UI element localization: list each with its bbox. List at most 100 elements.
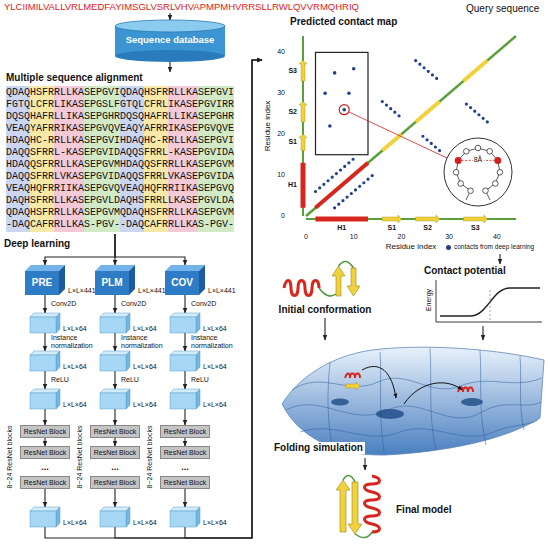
query-sequence: YLCIIMILVALLVRLMEDFAYIMSGLVSRLVHVAPMPMHV… (4, 2, 359, 13)
contact-map-plot (323, 67, 355, 128)
alignment-row: VEAQYAFRRIKASEPGVQVEAQYAFRRIKASEPGVQVE (6, 123, 234, 135)
layer-outline (170, 313, 200, 333)
panel-title: Initial conformation (279, 304, 372, 316)
layer-outline (100, 389, 130, 409)
alignment-row: DQSQHAFRLLIKASEPGHRDQSQHAFRLLIKASEPGHR (6, 111, 234, 123)
axis-tick: 40 (277, 48, 285, 56)
cube-outline (199, 265, 205, 295)
contact-map-plot (463, 215, 487, 223)
block-label: ResNet Block (164, 478, 206, 486)
dimension-label: L×L×64 (133, 363, 157, 371)
zoom-inset (456, 148, 500, 200)
contact-map-plot (301, 163, 306, 208)
cube-outline (129, 265, 135, 295)
flow-arrow (114, 438, 115, 446)
block-count-label: 8~24 ResNet blocks (6, 426, 14, 489)
block-count-label: 8~24 ResNet blocks (76, 426, 84, 489)
axis-tick: 20 (277, 130, 285, 138)
operation-label: Instance normalization (120, 334, 172, 349)
energy-landscape (300, 420, 538, 436)
operation-label: ReLU (190, 376, 210, 384)
flow-arrow (184, 371, 185, 389)
contact-map-plot (347, 92, 351, 96)
layer-cube: L×L×64 (30, 389, 60, 409)
layer-cube: L×L×64 (170, 389, 200, 409)
structure-label: S3 (471, 224, 480, 232)
final-structure (365, 476, 380, 532)
layer-outline (170, 389, 200, 393)
energy-landscape (376, 409, 404, 419)
layer-outline (170, 393, 196, 409)
figure-panel: Predicted contact map (262, 14, 546, 254)
figure-panel: Contact potential (420, 264, 546, 326)
layer-outline (100, 351, 130, 355)
flow-arrow (114, 409, 115, 425)
layer-outline (30, 351, 60, 371)
layer-outline (126, 313, 130, 333)
energy-landscape (480, 350, 486, 445)
caption-label: Query sequence (466, 3, 539, 15)
energy-landscape (362, 366, 396, 398)
layer-cube: L×L×64 (100, 507, 130, 527)
contact-map-plot (382, 215, 401, 223)
cube-outline (95, 271, 129, 295)
dimension-label: L×L×64 (133, 325, 157, 333)
distance-label: 8Å (473, 156, 484, 164)
dimension-label: L×L×64 (203, 401, 227, 409)
operation-label: Conv2D (190, 300, 217, 308)
layer-outline (196, 389, 200, 409)
axis-title: Residue index (263, 101, 272, 152)
block-label: ResNet Block (94, 448, 136, 456)
layer-outline (30, 313, 60, 333)
block-label: ResNet Block (164, 427, 206, 435)
contact-map-plot (416, 61, 440, 81)
cube-outline (165, 265, 205, 271)
layer-outline (170, 351, 200, 355)
potential-plot (436, 280, 542, 322)
energy-landscape (430, 348, 436, 450)
layer-outline (30, 389, 60, 409)
initial-structure (284, 281, 319, 296)
layer-cube: L×L×64 (100, 389, 130, 409)
flow-arrow (44, 489, 45, 507)
cube-outline (25, 265, 65, 271)
dimension-label: L×L×64 (63, 519, 87, 527)
cube-label: PRE (32, 277, 53, 289)
layer-outline (170, 313, 200, 317)
structure-label: S1 (388, 224, 397, 232)
cube-outline (59, 265, 65, 295)
feature-cube: PLML×L×441 (95, 265, 135, 295)
cyl-outline (115, 50, 225, 62)
dimension-label: L×L×441 (208, 287, 236, 295)
resnet-block: ResNet Block (90, 425, 140, 438)
zoom-inset (468, 188, 474, 194)
block-label: ResNet Block (24, 427, 66, 435)
energy-landscape (286, 402, 541, 418)
axis-title: Residue index (386, 242, 437, 251)
figure-panel: Initial conformation (270, 262, 380, 318)
structure-label: S2 (288, 108, 297, 116)
layer-outline (100, 317, 126, 333)
ellipsis: ... (41, 462, 49, 472)
resnet-block: ResNet Block (160, 446, 210, 459)
contact-map-plot (421, 134, 440, 150)
layer-outline (56, 351, 60, 371)
feature-cube: PREL×L×441 (25, 265, 65, 295)
layer-outline (170, 389, 200, 409)
contact-map-plot (328, 124, 332, 128)
layer-outline (30, 507, 60, 527)
alignment-row: FGTQLCFRLIKASEPGSLFGTQLCFRLIKASEPGVIRR (6, 99, 234, 111)
block-label: ResNet Block (164, 448, 206, 456)
flow-arrow (114, 333, 115, 351)
resnet-block: ResNet Block (20, 425, 70, 438)
zoom-inset (475, 145, 481, 151)
block-label: ResNet Block (24, 448, 66, 456)
alignment-row: DAQQSFRRLVKASEPGVIDAQQSFRRLVKASEPGVIDA (6, 171, 234, 183)
flow-arrow (482, 326, 483, 340)
layer-outline (126, 389, 130, 409)
alignment-row: VEAQHQFRRIIKASEPGVQVEAQHQFRRIIKASEPGVQ (6, 183, 234, 195)
section-label: Deep learning (4, 238, 70, 250)
alignment-row: QDAQHSFRRLLKASEPGVIQDAQHSFRRLLKASEPGVI (6, 87, 234, 99)
flow-arrow (44, 333, 45, 351)
alignment-row: -DAQCAFRRLLKAS-PGV--DAQCAFRRLLKAS-PGV- (6, 219, 234, 231)
